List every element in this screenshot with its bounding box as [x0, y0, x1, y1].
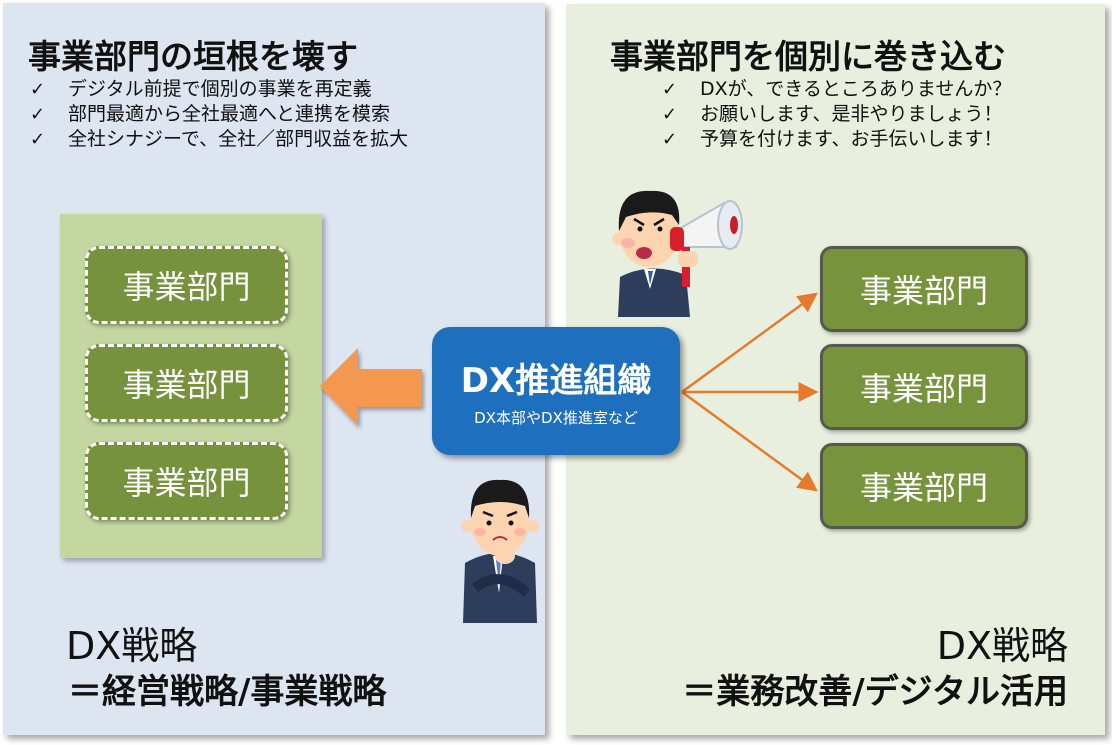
department-box-dashed: 事業部門: [85, 344, 288, 422]
check-icon: ✓: [662, 104, 678, 125]
arrow-to-department-1: [681, 292, 819, 394]
check-icon: ✓: [662, 129, 678, 150]
department-box-dashed: 事業部門: [85, 246, 288, 324]
left-heading: 事業部門の垣根を壊す: [28, 37, 358, 76]
dx-organization-box: DX推進組織 DX本部やDX推進室など: [432, 327, 680, 455]
list-item: ✓予算を付けます、お手伝いします！: [662, 128, 1003, 150]
check-icon: ✓: [662, 79, 678, 100]
right-strategy-definition: ＝業務改善/デジタル活用: [682, 672, 1068, 712]
department-box-dashed: 事業部門: [85, 442, 288, 520]
list-item: ✓全社シナジーで、全社／部門収益を拡大: [30, 128, 409, 150]
list-item: ✓DXが、できるところありませんか？: [662, 78, 1012, 100]
megaphone-businessman-icon: [612, 190, 743, 317]
left-strategy-definition: ＝経営戦略/事業戦略: [68, 672, 387, 712]
thinking-businessman-icon: [461, 479, 539, 623]
left-strategy-title: DX戦略: [66, 624, 198, 668]
right-strategy-title: DX戦略: [936, 624, 1068, 668]
dx-organization-title: DX推進組織: [460, 361, 652, 401]
arrow-to-department-3: [681, 390, 819, 492]
list-item: ✓デジタル前提で個別の事業を再定義: [30, 78, 372, 100]
list-item: ✓お願いします、是非やりましょう！: [662, 103, 1003, 125]
dx-organization-subtitle: DX本部やDX推進室など: [474, 409, 638, 427]
check-icon: ✓: [30, 104, 46, 125]
department-box: 事業部門: [820, 344, 1028, 430]
list-item: ✓部門最適から全社最適へと連携を模索: [30, 103, 391, 125]
check-icon: ✓: [30, 79, 46, 100]
right-bullet-list: ✓DXが、できるところありませんか？ ✓お願いします、是非やりましょう！ ✓予算…: [662, 77, 1011, 152]
right-heading: 事業部門を個別に巻き込む: [610, 37, 1006, 76]
left-arrow-icon: [320, 348, 422, 426]
check-icon: ✓: [30, 129, 46, 150]
left-bullet-list: ✓デジタル前提で個別の事業を再定義 ✓部門最適から全社最適へと連携を模索 ✓全社…: [30, 77, 408, 152]
department-box: 事業部門: [820, 246, 1028, 332]
department-box: 事業部門: [820, 443, 1028, 529]
